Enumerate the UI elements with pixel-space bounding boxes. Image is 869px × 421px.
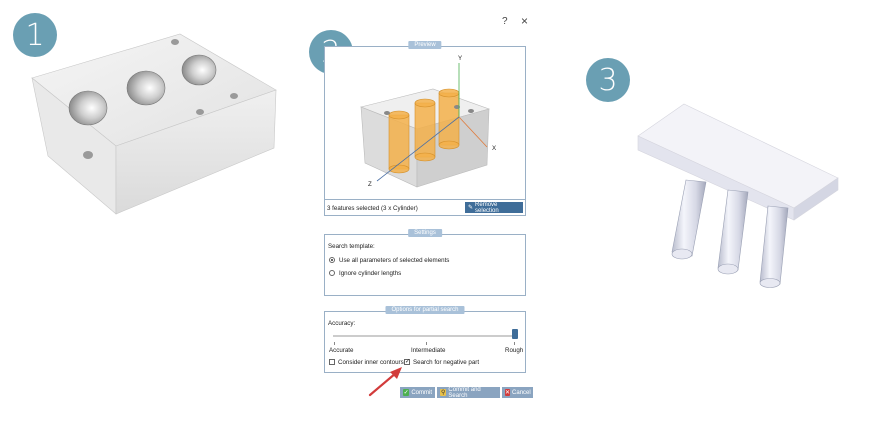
preview-viewport[interactable] <box>325 51 525 197</box>
tick-rough-mark <box>514 342 515 345</box>
inner-contours-label: Consider inner contours <box>338 359 404 366</box>
partial-search-group: Options for partial search Accuracy: Acc… <box>324 306 526 373</box>
search-icon: ⚲ <box>440 389 447 396</box>
preview-group: Preview Y X Z 3 features selected (3 x C… <box>324 41 526 216</box>
commit-and-search-button[interactable]: ⚲ Commit and Search <box>437 386 500 399</box>
tick-accurate-label: Accurate <box>329 347 354 354</box>
remove-selection-label: Remove selection <box>475 201 499 214</box>
cancel-x-icon: ✕ <box>505 389 511 396</box>
commit-and-search-label: Commit and Search <box>448 386 481 399</box>
selection-status: 3 features selected (3 x Cylinder) <box>327 205 418 212</box>
use-all-parameters-radio[interactable] <box>329 257 335 263</box>
step-badge-3: 3 <box>586 58 630 102</box>
negative-part-image <box>637 103 839 288</box>
settings-legend: Settings <box>408 229 442 237</box>
search-template-label: Search template: <box>328 243 375 250</box>
accuracy-label: Accuracy: <box>328 320 356 327</box>
remove-selection-button[interactable]: ✎ Remove selection <box>465 201 523 214</box>
negative-part-checkbox[interactable]: ✓ <box>404 359 411 365</box>
tick-rough-label: Rough <box>505 347 524 354</box>
eraser-icon: ✎ <box>468 205 474 211</box>
tick-accurate-mark <box>334 342 335 345</box>
annotation-arrow <box>368 367 402 397</box>
axis-x-label: X <box>492 145 497 152</box>
help-button[interactable]: ? <box>502 16 508 27</box>
settings-group: Settings Search template: Use all parame… <box>324 229 526 296</box>
commit-label: Commit <box>411 389 432 396</box>
close-button[interactable]: × <box>521 14 529 28</box>
use-all-parameters-label: Use all parameters of selected elements <box>339 257 450 264</box>
ignore-cylinder-lengths-label: Ignore cylinder lengths <box>339 270 402 277</box>
axis-z-label: Z <box>368 181 372 188</box>
commit-button[interactable]: ✓ Commit <box>400 387 435 398</box>
preview-status-divider <box>325 199 525 200</box>
negative-part-label: Search for negative part <box>413 359 480 366</box>
cancel-button[interactable]: ✕ Cancel <box>502 387 533 398</box>
tick-intermediate-label: Intermediate <box>411 347 446 354</box>
step-badge-1: 1 <box>13 13 57 57</box>
tick-intermediate-mark <box>426 342 427 345</box>
cancel-label: Cancel <box>512 389 531 396</box>
checkmark-icon: ✓ <box>403 389 410 396</box>
block-with-holes-image <box>31 33 277 215</box>
accuracy-slider-thumb[interactable] <box>512 329 518 339</box>
preview-legend: Preview <box>408 41 442 49</box>
axis-y-label: Y <box>458 55 463 62</box>
accuracy-slider-track[interactable] <box>333 335 515 337</box>
partial-search-legend: Options for partial search <box>385 306 465 314</box>
ignore-cylinder-lengths-radio[interactable] <box>329 270 335 276</box>
inner-contours-checkbox[interactable] <box>329 359 335 365</box>
